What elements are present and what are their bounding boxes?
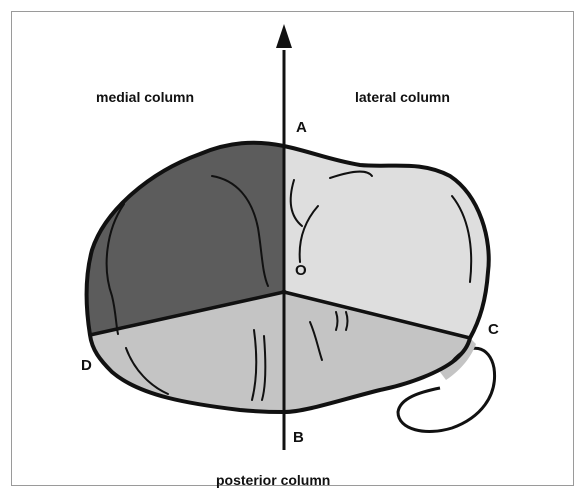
point-label-D: D [81, 358, 92, 373]
point-label-O: O [295, 263, 307, 278]
lateral-column-label: lateral column [355, 90, 450, 104]
medial-column-label: medial column [96, 90, 194, 104]
center-point-O [282, 290, 287, 295]
point-label-A: A [296, 120, 307, 135]
posterior-column-label: posterior column [216, 473, 330, 487]
axis-arrow-head [276, 24, 292, 48]
point-label-C: C [488, 322, 499, 337]
point-label-B: B [293, 430, 304, 445]
